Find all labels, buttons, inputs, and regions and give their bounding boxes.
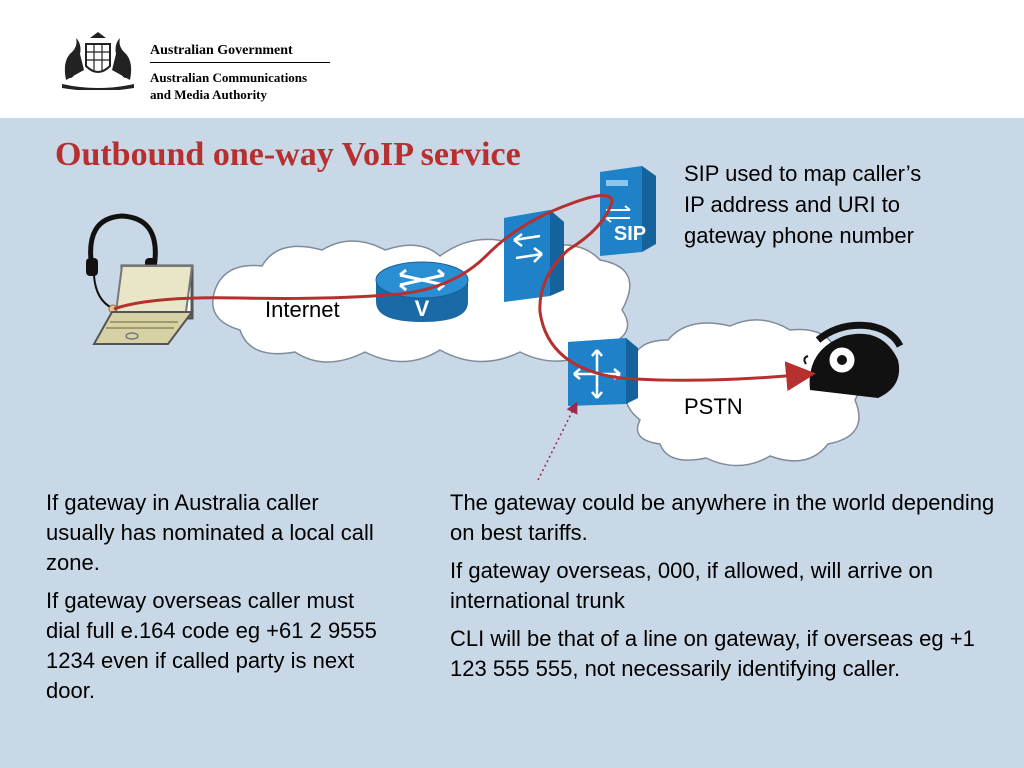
left-paragraph: If gateway in Australia caller usually h… [46, 490, 374, 575]
voip-diagram: V SIP [86, 166, 904, 481]
coat-of-arms-logo [62, 32, 134, 90]
gateway-icon [568, 338, 638, 406]
pstn-cloud [624, 319, 862, 467]
telephone-icon [803, 321, 904, 398]
right-paragraph: The gateway could be anywhere in the wor… [450, 490, 995, 545]
internet-label: Internet [265, 297, 340, 322]
right-text-column: The gateway could be anywhere in the wor… [450, 488, 1010, 692]
sip-note-line: SIP used to map caller’s [684, 161, 922, 186]
gateway-pointer-line [537, 401, 578, 481]
agency-name: Australian Communications and Media Auth… [150, 69, 350, 103]
right-paragraph: If gateway overseas, 000, if allowed, wi… [450, 558, 934, 613]
agency-line: Australian Communications [150, 70, 308, 85]
sip-note-line: IP address and URI to [684, 192, 901, 217]
agency-line: and Media Authority [150, 87, 268, 102]
header-banner: Australian Government Australian Communi… [0, 0, 1024, 118]
gov-name: Australian Government [150, 43, 293, 58]
slide-title: Outbound one-way VoIP service [55, 136, 521, 173]
sip-note: SIP used to map caller’s IP address and … [684, 158, 984, 251]
sip-note-line: gateway phone number [684, 223, 914, 248]
call-path-line [113, 194, 816, 392]
sip-label: SIP [614, 223, 646, 245]
pstn-label: PSTN [684, 394, 743, 419]
laptop-icon [92, 264, 194, 345]
right-paragraph: CLI will be that of a line on gateway, i… [450, 626, 975, 681]
left-paragraph: If gateway overseas caller must dial ful… [46, 588, 377, 703]
left-text-column: If gateway in Australia caller usually h… [46, 488, 386, 714]
router-label: V [415, 296, 430, 321]
router-icon [375, 261, 469, 322]
proxy-switch-icon [504, 210, 564, 302]
sip-server-icon [600, 166, 656, 256]
header-rule [150, 62, 330, 63]
